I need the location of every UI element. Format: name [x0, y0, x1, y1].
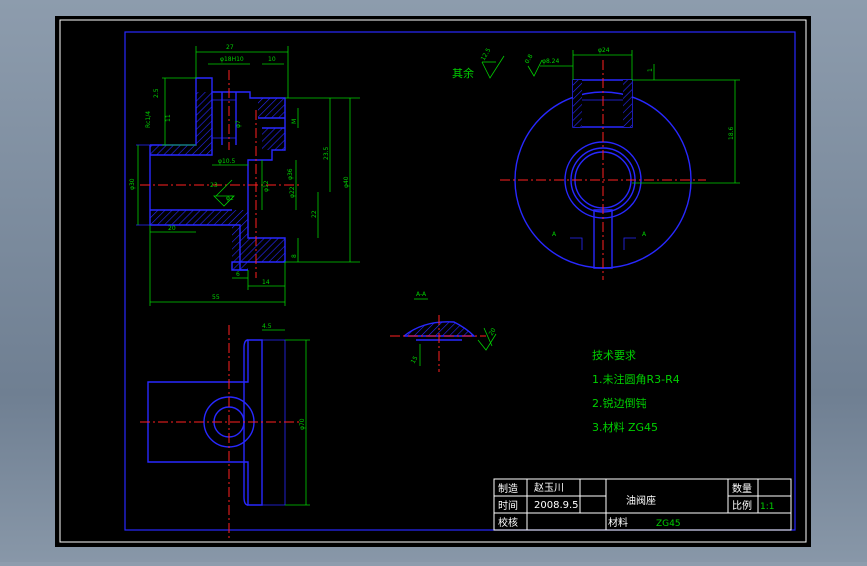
dim-14: 14	[262, 279, 270, 286]
dim-23: 23	[210, 182, 218, 189]
dim-left-11: 11	[165, 114, 172, 122]
side-label-a-right: A	[642, 231, 647, 238]
section-aa: A-A 15 20	[390, 291, 498, 372]
dim-15: 15	[410, 355, 420, 365]
tb-made-label: 制造	[498, 482, 518, 495]
dim-front-small: 10	[268, 56, 276, 63]
dim-6: 6	[236, 271, 240, 278]
tech-item-3: 3.材料 ZG45	[592, 420, 658, 434]
tb-material-value: ZG45	[656, 519, 681, 529]
dim-8: 8	[291, 254, 298, 258]
dim-phi24: φ24	[598, 47, 610, 54]
title-block: 制造 赵玉川 时间 2008.9.5 校核 油阀座 数量 比例 1:1 材料 Z…	[493, 478, 792, 531]
tb-date-value: 2008.9.5	[534, 500, 579, 511]
dim-4-5: 4.5	[262, 323, 272, 330]
tb-made-value: 赵玉川	[534, 481, 564, 494]
plan-view: 4.5 φ70	[140, 323, 310, 540]
tb-qty-label: 数量	[732, 482, 752, 495]
sheet-background	[55, 16, 811, 547]
tb-part-name: 油阀座	[626, 494, 656, 507]
dim-20: 20	[168, 225, 176, 232]
dim-18-6: 18.6	[728, 126, 735, 140]
dim-20b: 20	[488, 327, 498, 337]
inner-border	[124, 31, 796, 531]
front-dimensions: 27 φ18H10 10 2.5 Rc1/4 11 φ30 φ7 φ10.5 2…	[129, 44, 360, 306]
dim-front-bore: φ18H10	[220, 56, 244, 63]
dim-right-m: M	[291, 119, 298, 124]
dim-left-25: 2.5	[153, 88, 160, 98]
tech-title: 技术要求	[592, 349, 636, 362]
section-aa-label: A-A	[416, 291, 427, 298]
dim-22: 22	[311, 210, 318, 218]
tb-check-label: 校核	[498, 516, 518, 529]
tech-item-2: 2.锐边倒钝	[592, 396, 647, 410]
dim-left-rc: Rc1/4	[145, 111, 152, 128]
side-label-a-left: A	[552, 231, 557, 238]
dim-phi8: φ8.24	[542, 58, 560, 65]
dim-phi36: φ36	[287, 168, 294, 180]
outer-border	[59, 19, 807, 543]
dim-d2: φ2	[226, 195, 234, 202]
dim-23-5: 23.5	[323, 146, 330, 160]
dim-front-top: 27	[226, 44, 234, 51]
surface-rest-label: 其余	[452, 66, 474, 80]
tb-scale-label: 比例	[732, 499, 752, 512]
dim-phi30: φ30	[129, 178, 136, 190]
tb-scale-value: 1:1	[760, 502, 774, 512]
surface-small-value: 0.8	[524, 53, 535, 65]
tech-requirements: 技术要求 1.未注圆角R3-R4 2.锐边倒钝 3.材料 ZG45	[592, 349, 680, 434]
dim-bore-phi10: φ10.5	[218, 158, 236, 165]
dim-phi70: φ70	[299, 418, 306, 430]
dim-phi40: φ40	[343, 176, 350, 188]
dim-phi12: φ12	[263, 180, 270, 192]
dim-left-phi: φ7	[235, 120, 242, 128]
tech-item-1: 1.未注圆角R3-R4	[592, 372, 680, 386]
dim-55: 55	[212, 294, 220, 301]
tb-material-label: 材料	[608, 516, 628, 529]
dim-1: 1	[647, 68, 654, 72]
tb-date-label: 时间	[498, 499, 518, 512]
front-section-view	[136, 70, 300, 278]
dim-phi22: φ22	[289, 186, 296, 198]
side-view: A A φ24 φ8.24 18.6 1	[500, 47, 740, 280]
